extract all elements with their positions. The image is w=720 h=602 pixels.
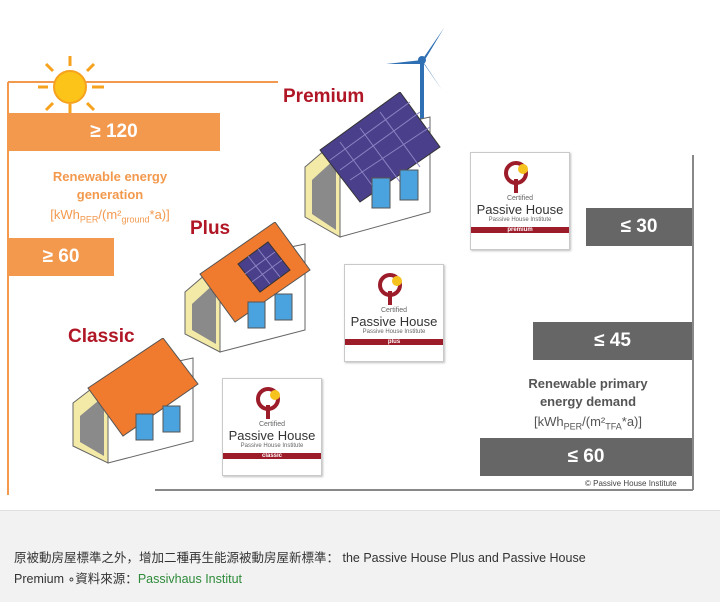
passive-house-logo-icon bbox=[378, 273, 402, 305]
demand-unit: [kWhPER/(m²TFA*a)] bbox=[534, 414, 642, 432]
certificate-premium: Certified Passive House Passive House In… bbox=[470, 152, 570, 250]
generation-bar-120: ≥ 120 bbox=[8, 113, 220, 151]
generation-label: Renewable energy generation [kWhPER/(m²g… bbox=[10, 168, 210, 229]
cert-band-plus: plus bbox=[345, 339, 443, 345]
demand-label: Renewable primary energy demand [kWhPER/… bbox=[488, 375, 688, 436]
wind-turbine-icon bbox=[386, 28, 444, 120]
diagram: ≥ 120 ≥ 60 Renewable energy generation [… bbox=[7, 28, 694, 495]
copyright-credit: © Passive House Institute bbox=[585, 479, 677, 488]
generation-label-line1: Renewable energy bbox=[52, 169, 168, 184]
passive-house-logo-icon bbox=[256, 387, 280, 419]
tier-label-premium: Premium bbox=[283, 86, 365, 107]
generation-bar-60: ≥ 60 bbox=[8, 238, 114, 276]
caption-line2: Premium ∘資料來源：Passivhaus Institut bbox=[14, 572, 243, 586]
certificate-plus: Certified Passive House Passive House In… bbox=[344, 264, 444, 362]
certificate-classic: Certified Passive House Passive House In… bbox=[222, 378, 322, 476]
caption-line1: 原被動房屋標準之外，增加二種再生能源被動房屋新標準： the Passive H… bbox=[14, 551, 586, 565]
premium-house bbox=[304, 92, 441, 238]
tier-label-classic: Classic bbox=[68, 326, 135, 347]
source-link[interactable]: Passivhaus Institut bbox=[137, 572, 243, 586]
cert-band-premium: premium bbox=[471, 227, 569, 233]
cert-band-classic: classic bbox=[223, 453, 321, 459]
demand-label-line2: energy demand bbox=[539, 394, 637, 409]
caption-text: 原被動房屋標準之外，增加二種再生能源被動房屋新標準： the Passive H… bbox=[14, 548, 706, 590]
passive-house-logo-icon bbox=[504, 161, 528, 193]
caption-area: 原被動房屋標準之外，增加二種再生能源被動房屋新標準： the Passive H… bbox=[0, 510, 720, 602]
plus-house bbox=[184, 222, 311, 353]
demand-bar-60: ≤ 60 bbox=[480, 438, 692, 476]
demand-label-line1: Renewable primary bbox=[528, 376, 648, 391]
sun-icon bbox=[38, 56, 104, 118]
tier-label-plus: Plus bbox=[190, 218, 231, 239]
demand-bar-45: ≤ 45 bbox=[533, 322, 692, 360]
classic-house bbox=[72, 338, 199, 464]
generation-label-line2: generation bbox=[76, 187, 144, 202]
demand-bar-30: ≤ 30 bbox=[586, 208, 692, 246]
generation-unit: [kWhPER/(m²ground*a)] bbox=[50, 207, 170, 225]
